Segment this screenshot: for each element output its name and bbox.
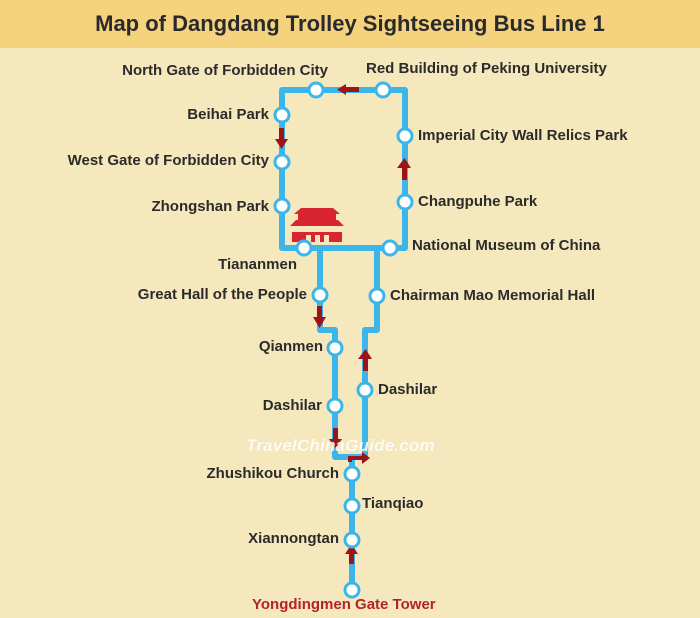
label-dashilar-west: Dashilar: [262, 397, 322, 414]
label-great-hall: Great Hall of the People: [137, 286, 307, 303]
station-marker: [326, 397, 344, 415]
arrow-down-icon: [329, 428, 342, 449]
label-beihai-park: Beihai Park: [187, 106, 269, 123]
station-marker: [273, 153, 291, 171]
label-tiananmen: Tiananmen: [218, 256, 297, 273]
station-marker: [273, 106, 291, 124]
arrow-up-icon: [397, 158, 411, 180]
label-west-gate: West Gate of Forbidden City: [67, 152, 269, 169]
label-xiannongtan: Xiannongtan: [248, 530, 339, 547]
arrow-down-icon: [275, 128, 288, 149]
label-tianqiao: Tianqiao: [362, 495, 424, 512]
station-marker: [343, 531, 361, 549]
station-marker: [295, 239, 313, 257]
arrow-left-icon: [337, 84, 359, 95]
arrow-up-icon: [345, 544, 358, 564]
title-bar: Map of Dangdang Trolley Sightseeing Bus …: [0, 0, 700, 48]
arrow-up-icon: [358, 349, 372, 371]
map-title: Map of Dangdang Trolley Sightseeing Bus …: [95, 11, 605, 36]
station-marker: [343, 497, 361, 515]
label-qianmen: Qianmen: [258, 338, 323, 355]
label-north-gate: North Gate of Forbidden City: [122, 62, 328, 79]
direction-arrows: [275, 84, 411, 564]
station-marker: [273, 197, 291, 215]
label-yongdingmen-terminal: Yongdingmen Gate Tower: [252, 596, 436, 613]
station-marker: [311, 286, 329, 304]
label-changpuhe-park: Changpuhe Park: [418, 193, 538, 210]
label-zhushikou-church: Zhushikou Church: [206, 465, 340, 482]
station-marker: [326, 339, 344, 357]
label-dashilar-east: Dashilar: [378, 381, 438, 398]
station-marker: [343, 581, 361, 599]
station-marker: [374, 81, 392, 99]
arrow-turn-icon: [348, 452, 370, 464]
station-marker: [307, 81, 325, 99]
label-imperial-city-wall: Imperial City Wall Relics Park: [418, 127, 628, 144]
label-red-building: Red Building of Peking University: [366, 60, 607, 77]
station-marker: [368, 287, 386, 305]
station-marker: [396, 193, 414, 211]
label-national-museum: National Museum of China: [412, 237, 601, 254]
tiananmen-gate-icon: [290, 208, 344, 242]
station-marker: [381, 239, 399, 257]
arrow-down-icon: [313, 306, 326, 328]
label-zhongshan-park: Zhongshan Park: [151, 198, 269, 215]
station-marker: [356, 381, 374, 399]
station-marker: [396, 127, 414, 145]
label-mao-memorial: Chairman Mao Memorial Hall: [390, 287, 596, 304]
watermark: TravelChinaGuide.com: [246, 436, 435, 455]
station-marker: [343, 465, 361, 483]
station-markers: [273, 81, 414, 599]
